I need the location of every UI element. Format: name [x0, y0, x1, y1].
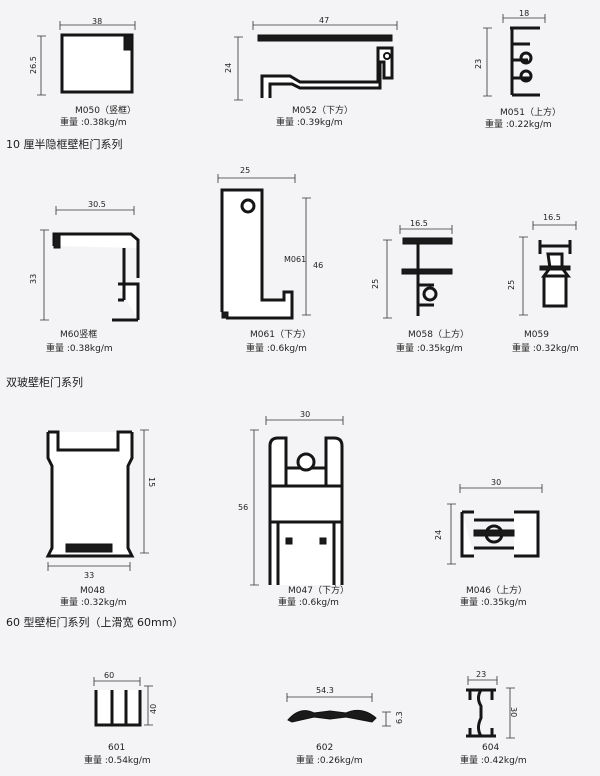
profile-weight: 重量 :0.35kg/m	[460, 598, 527, 608]
profile-code: M046（上方）	[466, 586, 527, 596]
profile-weight: 重量 :0.42kg/m	[460, 756, 527, 766]
dim-width: 30	[300, 410, 310, 419]
profile-m058-drawing: 16.5 25	[371, 219, 453, 319]
profile-weight: 重量 :0.39kg/m	[276, 118, 343, 128]
profile-m059-drawing: 16.5 25	[507, 213, 577, 316]
dim-height: 30	[509, 707, 518, 717]
profile-code: M058（上方）	[408, 330, 469, 340]
profile-code: M048	[80, 586, 105, 596]
dim-height: 15	[147, 477, 156, 487]
profile-602-drawing: 54.3 6.3	[286, 686, 404, 727]
dim-width: 16.5	[543, 213, 561, 222]
profile-code: M059	[524, 330, 549, 340]
dim-code: M061	[284, 255, 306, 264]
profile-weight: 重量 :0.32kg/m	[60, 598, 127, 608]
dim-width: 30	[491, 478, 501, 487]
dim-height: 25	[507, 280, 516, 290]
section-heading: 10 厘半隐框壁柜门系列	[6, 138, 123, 151]
dim-width: 38	[92, 17, 102, 26]
dim-height: 24	[434, 530, 443, 540]
profile-m60-drawing: 30.5 33	[29, 200, 140, 322]
profile-weight: 重量 :0.22kg/m	[485, 120, 552, 130]
dim-height: 40	[149, 704, 158, 714]
dim-width: 18	[519, 9, 529, 18]
dim-height: 6.3	[395, 711, 404, 724]
profile-code: 604	[482, 743, 500, 753]
profile-code: M061（下方）	[250, 330, 311, 340]
profile-601-drawing: 60 40	[93, 671, 158, 727]
profile-weight: 重量 :0.38kg/m	[60, 118, 127, 128]
profile-weight: 重量 :0.6kg/m	[278, 598, 339, 608]
profile-m047-drawing: 30 56	[238, 410, 344, 586]
dim-height: 24	[224, 63, 233, 73]
dim-height: 23	[474, 59, 483, 69]
dim-width: 54.3	[316, 686, 334, 695]
dim-height: 33	[29, 274, 38, 284]
profile-weight: 重量 :0.38kg/m	[46, 344, 113, 354]
dim-width: 30.5	[88, 200, 106, 209]
dim-width: 16.5	[410, 219, 428, 228]
profile-604-drawing: 23 30	[466, 670, 518, 739]
dim-height: 25	[371, 279, 380, 289]
profile-code: M60竖框	[60, 330, 98, 340]
dim-width: 47	[319, 16, 329, 25]
profile-m046-drawing: 30 24	[434, 478, 543, 565]
dim-height: 46	[313, 261, 323, 270]
dim-width: 25	[240, 166, 250, 175]
dim-width: 33	[84, 571, 94, 580]
section-heading: 60 型壁柜门系列（上滑宽 60mm）	[6, 616, 184, 629]
profile-weight: 重量 :0.35kg/m	[396, 344, 463, 354]
profile-weight: 重量 :0.6kg/m	[246, 344, 307, 354]
dim-height: 26.5	[29, 56, 38, 74]
profile-m052-drawing: 47 24	[224, 16, 398, 101]
profile-code: M050（竖框）	[75, 106, 136, 116]
profile-code: M047（下方）	[288, 586, 349, 596]
section-heading: 双玻壁柜门系列	[6, 376, 83, 389]
profile-m061-drawing: 25 46 M061	[217, 166, 323, 320]
profile-weight: 重量 :0.54kg/m	[84, 756, 151, 766]
profile-code: M051（上方）	[500, 108, 561, 118]
profile-weight: 重量 :0.26kg/m	[296, 756, 363, 766]
dim-height: 56	[238, 503, 248, 512]
profile-code: M052（下方）	[292, 106, 353, 116]
profile-m048-drawing: 15 33	[45, 429, 156, 580]
profile-m051-drawing: 18 23	[474, 9, 546, 97]
profile-code: 601	[108, 743, 126, 753]
profile-m050-drawing: 38 26.5	[29, 17, 136, 96]
dim-width: 23	[476, 670, 486, 679]
dim-width: 60	[104, 671, 114, 680]
profile-weight: 重量 :0.32kg/m	[512, 344, 579, 354]
profile-code: 602	[316, 743, 334, 753]
